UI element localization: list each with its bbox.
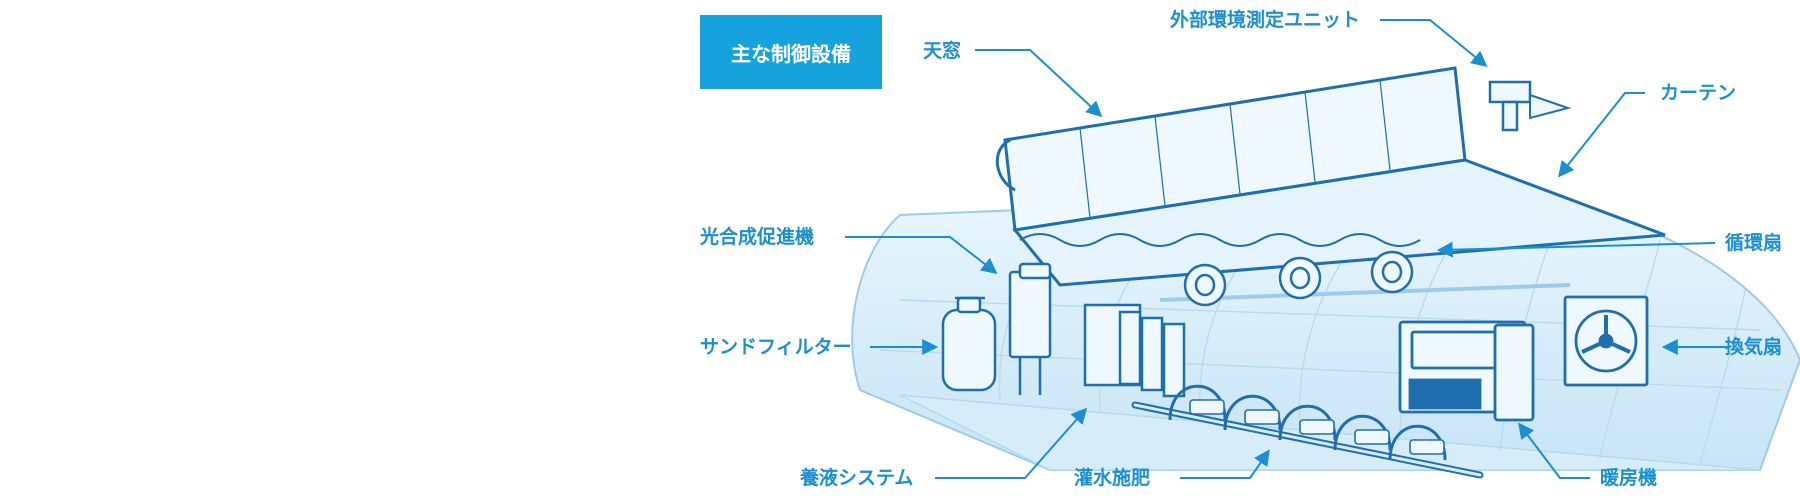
photosynthesis-device	[1008, 262, 1052, 395]
label-nutrient-system: 養液システム	[800, 467, 914, 489]
label-heater: 暖房機	[1600, 467, 1658, 489]
main-equipment-badge: 主な制御設備	[700, 15, 882, 89]
label-skylight: 天窓	[923, 40, 962, 62]
label-ventilation-fan: 換気扇	[1725, 336, 1783, 358]
label-sand-filter: サンドフィルター	[700, 336, 852, 358]
ventilation-fan-device	[1563, 295, 1649, 387]
label-weather-unit: 外部環境測定ユニット	[1170, 9, 1361, 31]
label-circulation-fan: 循環扇	[1725, 232, 1783, 254]
nutrient-system-device	[1083, 303, 1186, 398]
label-photosynthesis: 光合成促進機	[700, 226, 815, 248]
callout-lines	[845, 19, 1730, 479]
fertigation-device	[1131, 384, 1484, 479]
sand-filter-device	[941, 296, 997, 392]
circulation-fans	[1159, 250, 1571, 307]
skylight-roof	[995, 66, 1666, 287]
heater-device	[1398, 320, 1535, 422]
label-fertigation: 灌水施肥	[1074, 467, 1151, 489]
label-curtain: カーテン	[1660, 82, 1737, 104]
weather-unit-device	[1488, 80, 1572, 132]
